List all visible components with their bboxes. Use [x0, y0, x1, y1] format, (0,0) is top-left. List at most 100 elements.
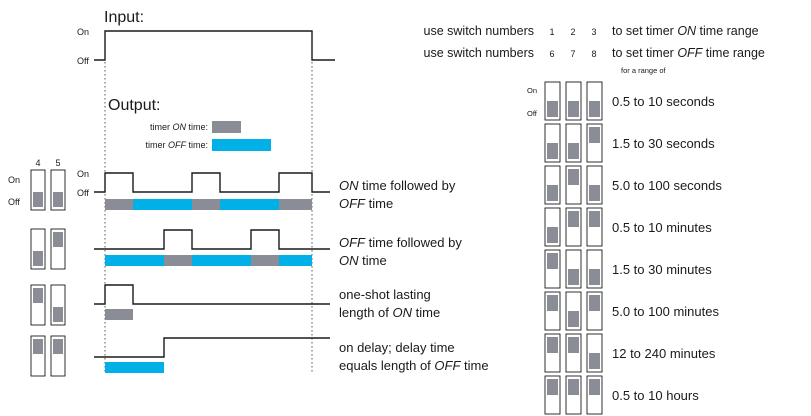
dip-switch-knob [568, 211, 579, 227]
row-on-then-off: On Off ON time followed by OFF time [30, 169, 456, 211]
off-time-bar [133, 199, 192, 210]
row4-desc-line1: on delay; delay time [339, 340, 455, 355]
off-time-bar [220, 199, 279, 210]
dip-switch-knob [589, 185, 600, 201]
range-off-label: Off [527, 109, 538, 118]
dip-switch-knob [568, 311, 579, 327]
dip-switch-knob [568, 101, 579, 117]
legend-off-label: timer OFF time: [145, 140, 208, 150]
row4-desc-line2: equals length of OFF time [339, 358, 489, 373]
dip-switch-knob [589, 379, 600, 395]
row-on-delay: on delay; delay time equals length of OF… [30, 335, 489, 377]
left-on-label: On [8, 175, 20, 185]
output-title: Output: [108, 97, 160, 114]
dip-switch-knob [568, 337, 579, 353]
range-label: 0.5 to 10 hours [612, 388, 699, 403]
switch-number-8: 8 [591, 49, 596, 59]
header-line1-suffix: to set timer ON time range [612, 24, 759, 38]
input-off-label: Off [77, 56, 89, 66]
header-line2-suffix: to set timer OFF time range [612, 46, 765, 60]
dip-switch-pair-3 [30, 284, 66, 326]
switch-number-2: 2 [570, 27, 575, 37]
range-label: 12 to 240 minutes [612, 346, 716, 361]
input-on-label: On [77, 27, 89, 37]
legend-off-swatch [212, 139, 271, 151]
on-time-bar [105, 199, 133, 210]
switch-number-7: 7 [570, 49, 575, 59]
dip-switch-knob [589, 101, 600, 117]
dip-switch-pair-2 [30, 228, 66, 270]
switch-number-3: 3 [591, 27, 596, 37]
row1-waveform [94, 172, 330, 193]
row1-desc-line2: OFF time [339, 196, 393, 211]
range-row: 5.0 to 100 seconds [544, 165, 722, 205]
row2-desc-line1: OFF time followed by [339, 235, 462, 250]
dip-switch-knob [547, 101, 558, 117]
row3-desc-line1: one-shot lasting [339, 287, 431, 302]
range-label: 0.5 to 10 minutes [612, 220, 712, 235]
row1-desc-line1: ON time followed by [339, 178, 456, 193]
output-legend: Output: timer ON time: timer OFF time: [108, 97, 271, 151]
range-row: 0.5 to 10 hours [544, 375, 699, 415]
on-time-bar [279, 199, 312, 210]
dip-switch-knob [589, 211, 600, 227]
range-row: 12 to 240 minutes [544, 333, 716, 373]
switch-number-5: 5 [55, 158, 60, 168]
dip-switch-5-knob [53, 232, 63, 247]
row2-waveform [94, 229, 330, 250]
range-row: 5.0 to 100 minutes [544, 291, 719, 331]
range-label: 0.5 to 10 seconds [612, 94, 715, 109]
header-line2-prefix: use switch numbers [424, 46, 534, 60]
on-time-bar [164, 255, 192, 266]
left-switch-labels: 4 5 On Off [8, 158, 61, 207]
dip-switch-knob [547, 295, 558, 311]
legend-on-swatch [212, 121, 241, 133]
legend-on-label: timer ON time: [150, 122, 208, 132]
dip-switch-knob [568, 379, 579, 395]
off-time-bar [279, 255, 312, 266]
row1-on-label: On [77, 169, 89, 179]
dip-switch-5-knob [53, 192, 63, 207]
off-time-bar [105, 255, 164, 266]
row3-desc-line2: length of ON time [339, 305, 440, 320]
dip-switch-knob [568, 169, 579, 185]
dip-switch-pair-1 [30, 169, 66, 211]
input-title: Input: [104, 9, 144, 26]
range-label: 5.0 to 100 minutes [612, 304, 719, 319]
dip-switch-4-knob [33, 288, 43, 303]
range-row: 1.5 to 30 seconds [544, 123, 715, 163]
row-one-shot: one-shot lasting length of ON time [30, 284, 440, 326]
row-off-then-on: OFF time followed by ON time [30, 228, 462, 270]
range-on-label: On [527, 86, 537, 95]
dip-switch-knob [589, 269, 600, 285]
on-time-bar [192, 199, 220, 210]
dip-switch-knob [547, 253, 558, 269]
dip-switch-4-knob [33, 251, 43, 266]
range-row: 0.5 to 10 minutes [544, 207, 712, 247]
range-row: 0.5 to 10 seconds [544, 81, 715, 121]
dip-switch-knob [568, 143, 579, 159]
dip-switch-4-knob [33, 192, 43, 207]
input-waveform [94, 30, 335, 61]
row2-desc-line2: ON time [339, 253, 387, 268]
input-section: Input: On Off [77, 9, 335, 66]
dip-switch-5-knob [53, 339, 63, 354]
range-header: use switch numbers 1 2 3 to set timer ON… [424, 24, 765, 118]
range-row: 1.5 to 30 minutes [544, 249, 712, 289]
switch-number-1: 1 [549, 27, 554, 37]
on-time-bar [105, 309, 133, 320]
dip-switch-5-knob [53, 307, 63, 322]
on-time-bar [251, 255, 279, 266]
dip-switch-knob [589, 353, 600, 369]
range-label: 1.5 to 30 seconds [612, 136, 715, 151]
left-off-label: Off [8, 197, 20, 207]
dip-switch-knob [547, 185, 558, 201]
dip-switch-4-knob [33, 339, 43, 354]
dip-switch-knob [568, 269, 579, 285]
dip-switch-knob [589, 127, 600, 143]
switch-number-6: 6 [549, 49, 554, 59]
row4-waveform [94, 337, 330, 358]
range-table: 0.5 to 10 seconds 1.5 to 30 seconds 5.0 to… [544, 81, 722, 415]
row3-waveform [94, 284, 330, 305]
range-label: 1.5 to 30 minutes [612, 262, 712, 277]
